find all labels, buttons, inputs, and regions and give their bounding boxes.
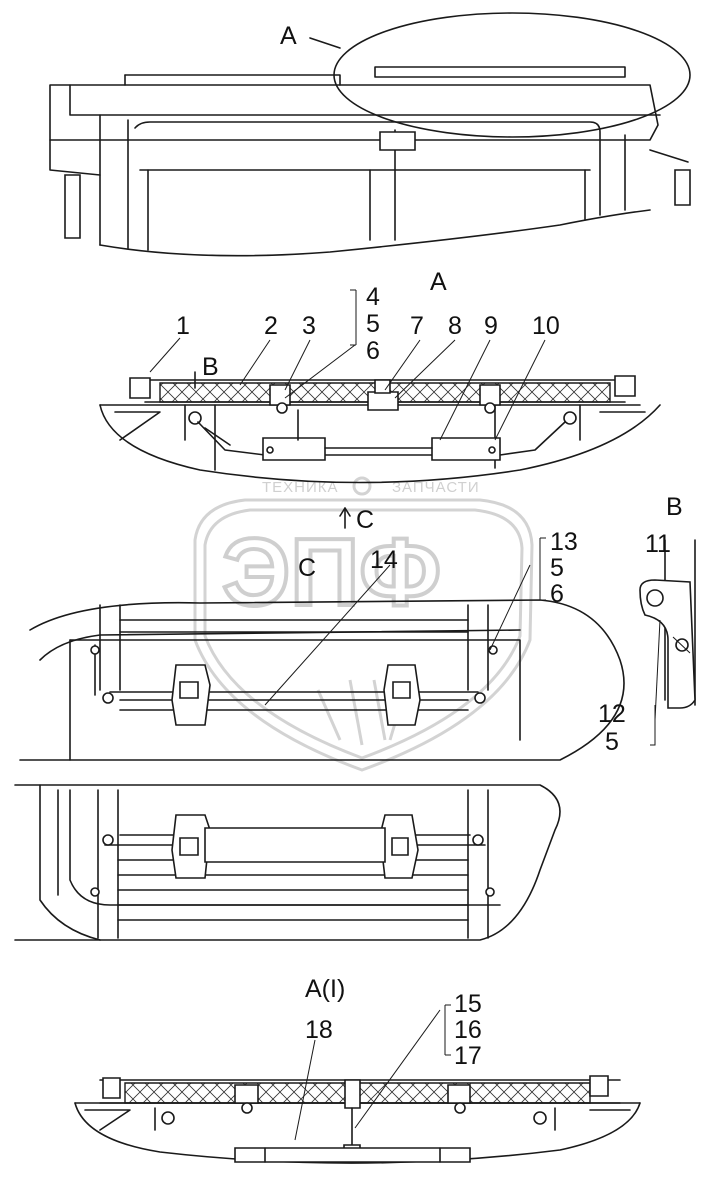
- cab-roof-side-view: A: [49, 12, 691, 257]
- callout-5-view-c: 5: [550, 554, 564, 582]
- callout-3: 3: [302, 312, 316, 340]
- section-b-marker: B: [202, 353, 219, 381]
- callout-12: 12: [598, 700, 626, 728]
- section-a-i: A(I) 15 16 17 18: [74, 975, 641, 1164]
- callout-2: 2: [264, 312, 278, 340]
- view-c-marker: C: [356, 506, 374, 534]
- section-a: A B 1 2: [99, 268, 661, 484]
- callout-6-view-c: 6: [550, 580, 564, 608]
- callout-14: 14: [370, 546, 398, 574]
- callout-13: 13: [550, 528, 578, 556]
- watermark: ЭПФ ТЕХНИКА ЗАПЧАСТИ: [193, 476, 534, 772]
- callout-18: 18: [305, 1016, 333, 1044]
- watermark-left-text: ТЕХНИКА: [262, 479, 339, 496]
- section-a-title: A: [430, 268, 447, 296]
- callout-5-detail-b: 5: [605, 728, 619, 756]
- callout-16: 16: [454, 1016, 482, 1044]
- detail-a-label: A: [280, 22, 297, 50]
- callout-5: 5: [366, 310, 380, 338]
- detail-b: B 11 12 5: [598, 493, 696, 756]
- callout-1: 1: [176, 312, 190, 340]
- callout-17: 17: [454, 1042, 482, 1070]
- callout-4: 4: [366, 283, 380, 311]
- callout-11: 11: [645, 530, 671, 558]
- callout-10: 10: [532, 312, 560, 340]
- callout-6: 6: [366, 337, 380, 365]
- callout-15: 15: [454, 990, 482, 1018]
- callout-7: 7: [410, 312, 424, 340]
- watermark-logo: ЭПФ: [222, 519, 441, 626]
- watermark-right-text: ЗАПЧАСТИ: [392, 479, 480, 496]
- detail-b-title: B: [666, 493, 683, 521]
- callout-8: 8: [448, 312, 462, 340]
- view-c: C C 14 13 5 6: [19, 506, 625, 761]
- view-c-lower: [14, 784, 561, 941]
- section-a-i-title: A(I): [305, 975, 345, 1003]
- callout-9: 9: [484, 312, 498, 340]
- detail-a-outline: [333, 12, 691, 138]
- view-c-title: C: [298, 554, 316, 582]
